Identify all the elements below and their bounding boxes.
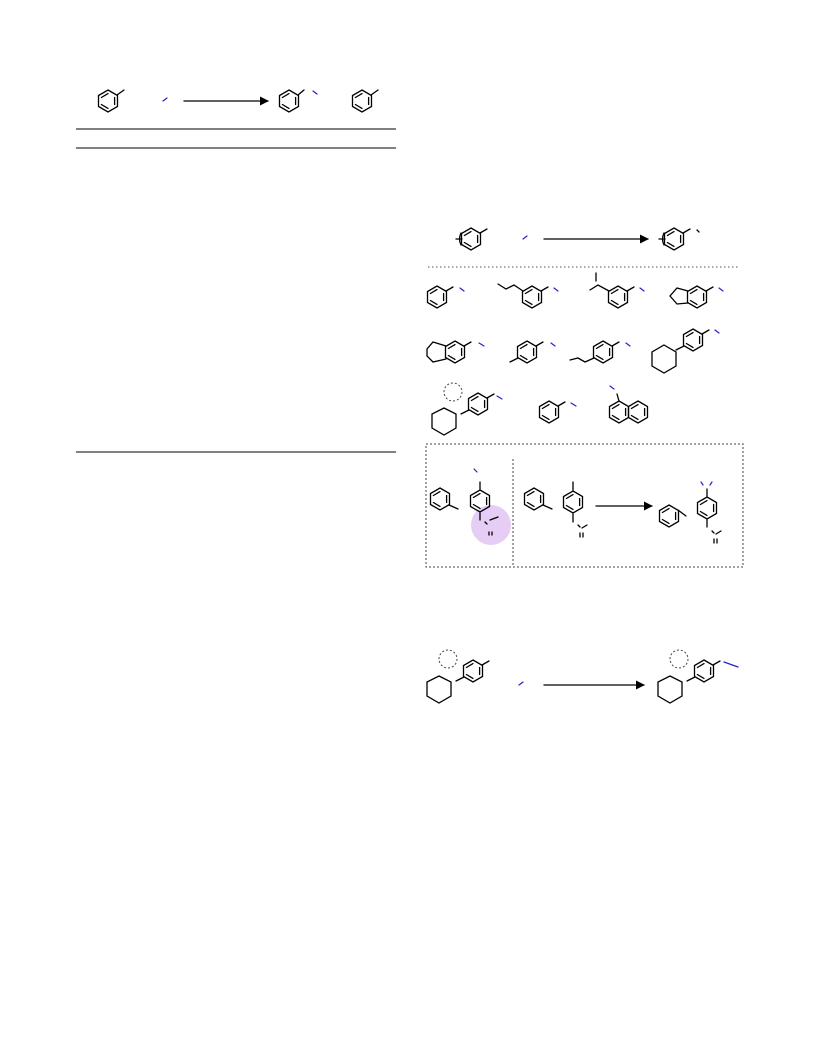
substituent-placeholder bbox=[443, 382, 463, 402]
scope-product-7 bbox=[569, 340, 631, 364]
scope-product-2 bbox=[497, 283, 559, 309]
scope-product-10 bbox=[538, 400, 577, 424]
top-substrate-molecule bbox=[97, 89, 125, 113]
optimization-table bbox=[76, 128, 396, 453]
top-reagent-mark bbox=[162, 97, 168, 102]
scope-reaction-scheme bbox=[428, 227, 738, 268]
top-byproduct-molecule bbox=[351, 89, 379, 113]
scope-product-4 bbox=[669, 285, 724, 309]
control-reaction bbox=[523, 481, 722, 544]
scope-product-molecule bbox=[658, 227, 700, 251]
bottom-reagent-mark bbox=[518, 681, 524, 686]
top-product-molecule bbox=[278, 89, 318, 113]
scope-reagent-mark bbox=[522, 235, 528, 240]
scope-row-2 bbox=[426, 328, 720, 374]
bottom-reaction-scheme bbox=[426, 649, 739, 704]
scope-product-1 bbox=[426, 285, 465, 309]
substituent-placeholder bbox=[438, 649, 458, 669]
highlight-circle bbox=[471, 505, 511, 545]
scope-row-1 bbox=[426, 272, 724, 309]
mechanism-panel bbox=[425, 443, 744, 568]
scope-substrate-molecule bbox=[455, 227, 488, 251]
bottom-substrate-molecule bbox=[426, 649, 490, 704]
scope-product-9 bbox=[431, 382, 503, 436]
top-reaction-scheme bbox=[97, 89, 379, 113]
scope-product-8 bbox=[651, 328, 720, 374]
scope-product-5 bbox=[426, 340, 485, 364]
scope-product-3 bbox=[589, 272, 645, 309]
scope-product-11 bbox=[608, 385, 649, 424]
substituent-placeholder bbox=[669, 649, 689, 669]
bottom-product-molecule bbox=[657, 649, 739, 704]
scope-product-6 bbox=[509, 340, 556, 364]
mechanism-panel-frame bbox=[425, 443, 744, 568]
intermediate-structure bbox=[429, 468, 511, 545]
scope-row-3 bbox=[431, 382, 649, 436]
